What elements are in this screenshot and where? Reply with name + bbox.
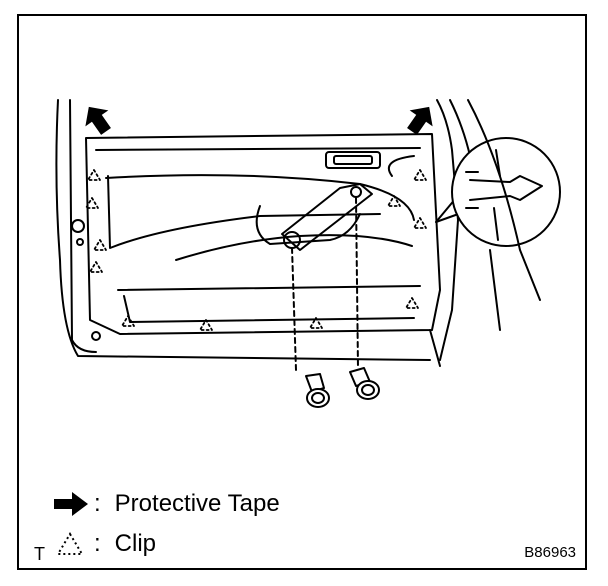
inside-handle [325,151,381,169]
figure-frame [17,14,587,570]
body-pillar [429,99,541,367]
legend-item-clip: : Clip [50,530,156,558]
legend-colon: : [94,490,101,517]
legend-label-protective-tape: Protective Tape [114,490,280,517]
clip-triangle-icon [50,530,94,558]
protective-tape-arrow-right [407,106,433,135]
corner-letter: T [34,544,45,564]
protective-tape-arrow-left [85,106,111,135]
legend-label-clip: Clip [114,530,157,557]
door-trim-board [85,133,441,335]
legend-colon: : [94,530,101,557]
figure-code: B86963 [524,544,576,561]
arrow-icon [50,490,94,518]
clip-detail-callout [435,137,561,247]
clip-markers [85,169,427,331]
screw-left [291,247,330,408]
legend-item-protective-tape: : Protective Tape [50,490,280,518]
screw-right [349,197,380,400]
